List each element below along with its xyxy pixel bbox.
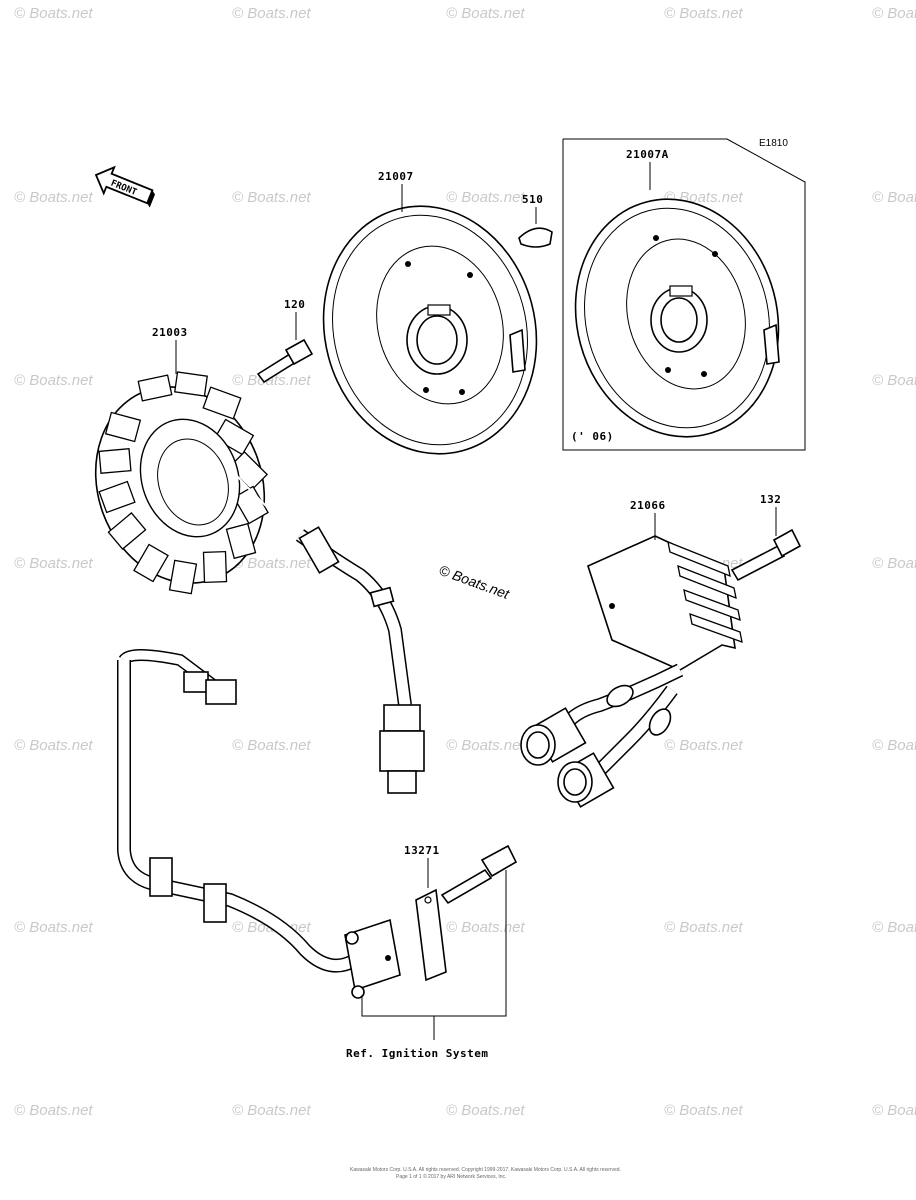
watermark: © Boats.net [14,919,93,936]
watermark: © Boats.net [872,919,916,936]
ref-ignition-note: Ref. Ignition System [346,1047,488,1060]
regulator-part-number: 21066 [630,499,666,512]
stator-wire-harness [295,526,425,794]
diagram-code: E1810 [759,138,788,149]
rotor-alt-note: (' 06) [571,430,614,443]
stator-bolt-part-number: 120 [284,298,305,311]
watermark: © Boats.net [232,555,311,572]
watermark: © Boats.net [446,737,525,754]
watermark: © Boats.net [664,737,743,754]
key-part-number: 510 [522,193,543,206]
watermark: © Boats.net [664,919,743,936]
rotor-part-number: 21007 [378,170,414,183]
watermark: © Boats.net [872,737,916,754]
front-arrow-icon: FRONT [94,165,155,208]
watermark: © Boats.net [664,1102,743,1119]
footer-page-info: Page 1 of 1 © 2017 by ARI Network Servic… [396,1173,506,1180]
watermark: © Boats.net [446,189,525,206]
watermark: © Boats.net [14,5,93,22]
woodruff-key [518,227,553,248]
watermark: © Boats.net [872,372,916,389]
watermark: © Boats.net [14,189,93,206]
watermark: © Boats.net [664,5,743,22]
pickup-coil [344,888,447,999]
watermark-dark: © Boats.net [437,562,512,603]
watermark: © Boats.net [872,5,916,22]
footer-copyright: Kawasaki Motors Corp. U.S.A. All rights … [350,1167,621,1173]
watermark: © Boats.net [14,737,93,754]
watermark: © Boats.net [14,555,93,572]
watermark: © Boats.net [232,5,311,22]
regulator-bolt [730,528,802,582]
rotor-alt-part-number: 21007A [626,148,669,161]
regulator-rectifier [520,535,743,808]
alt-part-frame [562,138,806,451]
stator [94,371,301,595]
rotor-flywheel-alt [574,198,780,438]
watermark: © Boats.net [446,5,525,22]
watermark: © Boats.net [872,189,916,206]
regulator-bolt-part-number: 132 [760,493,781,506]
watermark: © Boats.net [232,189,311,206]
watermark: © Boats.net [232,737,311,754]
pickup-wire-harness [117,649,359,973]
watermark: © Boats.net [872,1102,916,1119]
pickup-bolt [440,844,518,905]
rotor-flywheel [322,205,538,455]
watermark: © Boats.net [446,1102,525,1119]
watermark: © Boats.net [14,1102,93,1119]
watermark: © Boats.net [446,919,525,936]
watermark: © Boats.net [872,555,916,572]
watermark: © Boats.net [232,1102,311,1119]
watermark: © Boats.net [232,372,311,389]
pickup-coil-part-number: 13271 [404,844,440,857]
stator-bolt [256,338,314,384]
stator-part-number: 21003 [152,326,188,339]
watermark: © Boats.net [14,372,93,389]
